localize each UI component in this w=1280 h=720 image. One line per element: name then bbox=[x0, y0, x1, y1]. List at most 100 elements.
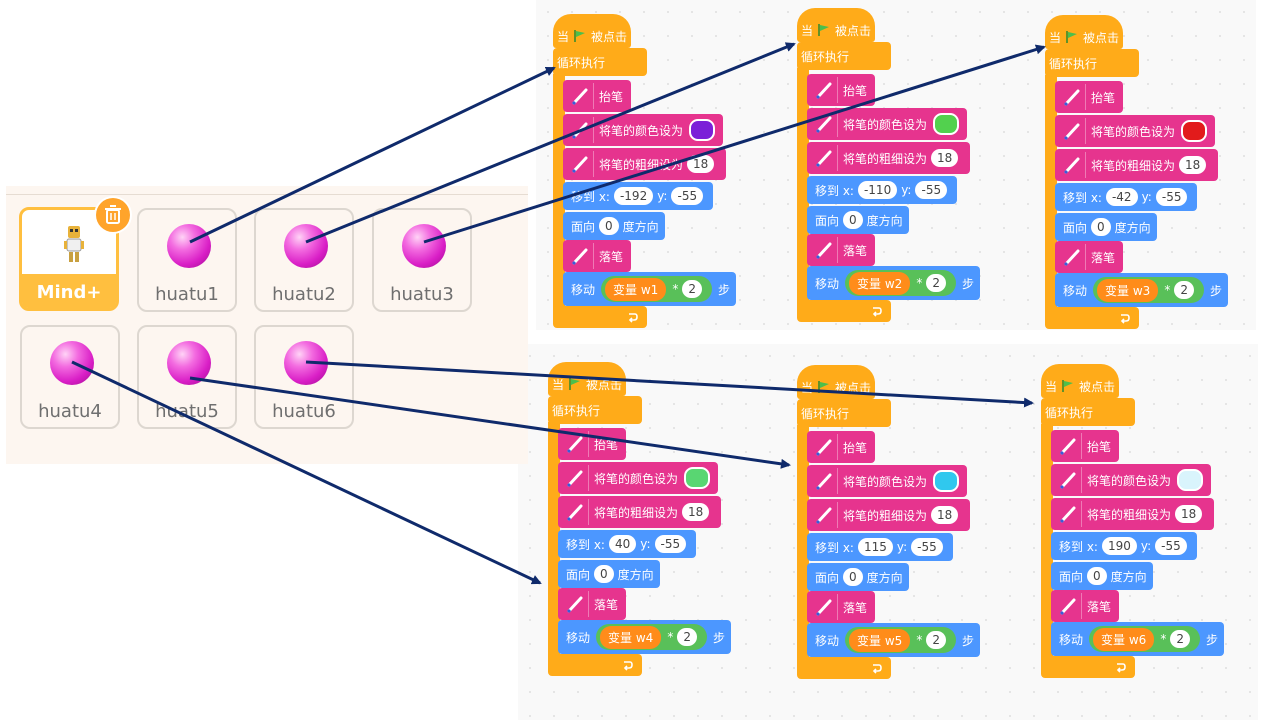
set-pen-color-block[interactable]: 将笔的颜色设为 bbox=[558, 462, 719, 494]
y-input[interactable]: -55 bbox=[915, 181, 948, 199]
x-input[interactable]: -110 bbox=[857, 181, 898, 199]
pen-down-block[interactable]: 落笔 bbox=[563, 240, 632, 272]
pen-size-input[interactable]: 18 bbox=[931, 149, 959, 167]
multiply-operator[interactable]: 变量 w3*2 bbox=[1093, 277, 1204, 303]
pen-up-block[interactable]: 抬笔 bbox=[807, 431, 876, 463]
multiplier-input[interactable]: 2 bbox=[1170, 630, 1190, 648]
set-pen-color-block[interactable]: 将笔的颜色设为 bbox=[1055, 115, 1216, 147]
sprite-card-huatu1[interactable]: huatu1 bbox=[137, 208, 237, 312]
x-input[interactable]: 190 bbox=[1101, 537, 1137, 555]
multiplier-input[interactable]: 2 bbox=[677, 628, 697, 646]
y-input[interactable]: -55 bbox=[911, 538, 943, 556]
multiplier-input[interactable]: 2 bbox=[1174, 281, 1194, 299]
pen-size-input[interactable]: 18 bbox=[931, 506, 959, 524]
direction-input[interactable]: 0 bbox=[1087, 567, 1107, 585]
forever-block[interactable]: 循环执行 bbox=[548, 396, 642, 424]
color-swatch[interactable] bbox=[689, 119, 716, 141]
pen-up-block[interactable]: 抬笔 bbox=[807, 74, 876, 106]
direction-input[interactable]: 0 bbox=[843, 568, 863, 586]
when-flag-clicked-block[interactable]: 当被点击 bbox=[797, 365, 875, 399]
pen-up-block[interactable]: 抬笔 bbox=[563, 80, 632, 112]
set-pen-color-block[interactable]: 将笔的颜色设为 bbox=[1051, 464, 1212, 496]
when-flag-clicked-block[interactable]: 当被点击 bbox=[1045, 15, 1123, 49]
when-flag-clicked-block[interactable]: 当被点击 bbox=[548, 362, 626, 396]
when-flag-clicked-block[interactable]: 当被点击 bbox=[1041, 364, 1119, 398]
variable-reporter[interactable]: 变量 w3 bbox=[1097, 278, 1159, 302]
x-input[interactable]: -192 bbox=[613, 187, 654, 205]
pen-up-block[interactable]: 抬笔 bbox=[1051, 430, 1120, 462]
set-pen-color-block[interactable]: 将笔的颜色设为 bbox=[563, 114, 724, 146]
pen-down-block[interactable]: 落笔 bbox=[558, 588, 627, 620]
sprite-card-huatu6[interactable]: huatu6 bbox=[254, 325, 354, 429]
direction-input[interactable]: 0 bbox=[594, 565, 614, 583]
multiply-operator[interactable]: 变量 w5*2 bbox=[845, 627, 956, 653]
color-swatch[interactable] bbox=[933, 470, 960, 492]
set-pen-color-block[interactable]: 将笔的颜色设为 bbox=[807, 108, 968, 140]
pen-down-block[interactable]: 落笔 bbox=[1051, 590, 1120, 622]
forever-block[interactable]: 循环执行 bbox=[797, 399, 891, 427]
forever-block[interactable]: 循环执行 bbox=[1041, 398, 1135, 426]
color-swatch[interactable] bbox=[684, 467, 711, 489]
multiplier-input[interactable]: 2 bbox=[926, 274, 946, 292]
when-flag-clicked-block[interactable]: 当被点击 bbox=[553, 14, 631, 48]
direction-input[interactable]: 0 bbox=[1091, 218, 1111, 236]
y-input[interactable]: -55 bbox=[654, 535, 687, 553]
pen-size-input[interactable]: 18 bbox=[1179, 156, 1207, 174]
variable-reporter[interactable]: 变量 w5 bbox=[849, 628, 911, 652]
color-swatch[interactable] bbox=[1177, 469, 1204, 491]
pen-size-input[interactable]: 18 bbox=[1175, 505, 1203, 523]
pen-size-input[interactable]: 18 bbox=[682, 503, 710, 521]
color-swatch[interactable] bbox=[933, 113, 960, 135]
color-swatch[interactable] bbox=[1181, 120, 1208, 142]
y-input[interactable]: -55 bbox=[1155, 537, 1187, 555]
direction-input[interactable]: 0 bbox=[843, 211, 863, 229]
multiplier-input[interactable]: 2 bbox=[682, 280, 702, 298]
pen-down-block[interactable]: 落笔 bbox=[1055, 241, 1124, 273]
variable-reporter[interactable]: 变量 w6 bbox=[1093, 627, 1155, 651]
forever-block[interactable]: 循环执行 bbox=[553, 48, 647, 76]
x-input[interactable]: 40 bbox=[608, 535, 637, 553]
pen-up-block[interactable]: 抬笔 bbox=[558, 428, 627, 460]
pen-down-block[interactable]: 落笔 bbox=[807, 234, 876, 266]
forever-block[interactable]: 循环执行 bbox=[1045, 49, 1139, 77]
when-flag-clicked-block[interactable]: 当被点击 bbox=[797, 8, 875, 42]
x-input[interactable]: -42 bbox=[1105, 188, 1138, 206]
sprite-card-huatu4[interactable]: huatu4 bbox=[20, 325, 120, 429]
variable-reporter[interactable]: 变量 w4 bbox=[600, 625, 662, 649]
forever-block[interactable]: 循环执行 bbox=[797, 42, 891, 70]
variable-reporter[interactable]: 变量 w2 bbox=[849, 271, 911, 295]
multiply-operator[interactable]: 变量 w2*2 bbox=[845, 270, 956, 296]
direction-input[interactable]: 0 bbox=[599, 217, 619, 235]
multiplier-input[interactable]: 2 bbox=[926, 631, 946, 649]
sprite-card-huatu3[interactable]: huatu3 bbox=[372, 208, 472, 312]
multiply-operator[interactable]: 变量 w6*2 bbox=[1089, 626, 1200, 652]
variable-reporter[interactable]: 变量 w1 bbox=[605, 277, 667, 301]
set-pen-color-block[interactable]: 将笔的颜色设为 bbox=[807, 465, 968, 497]
